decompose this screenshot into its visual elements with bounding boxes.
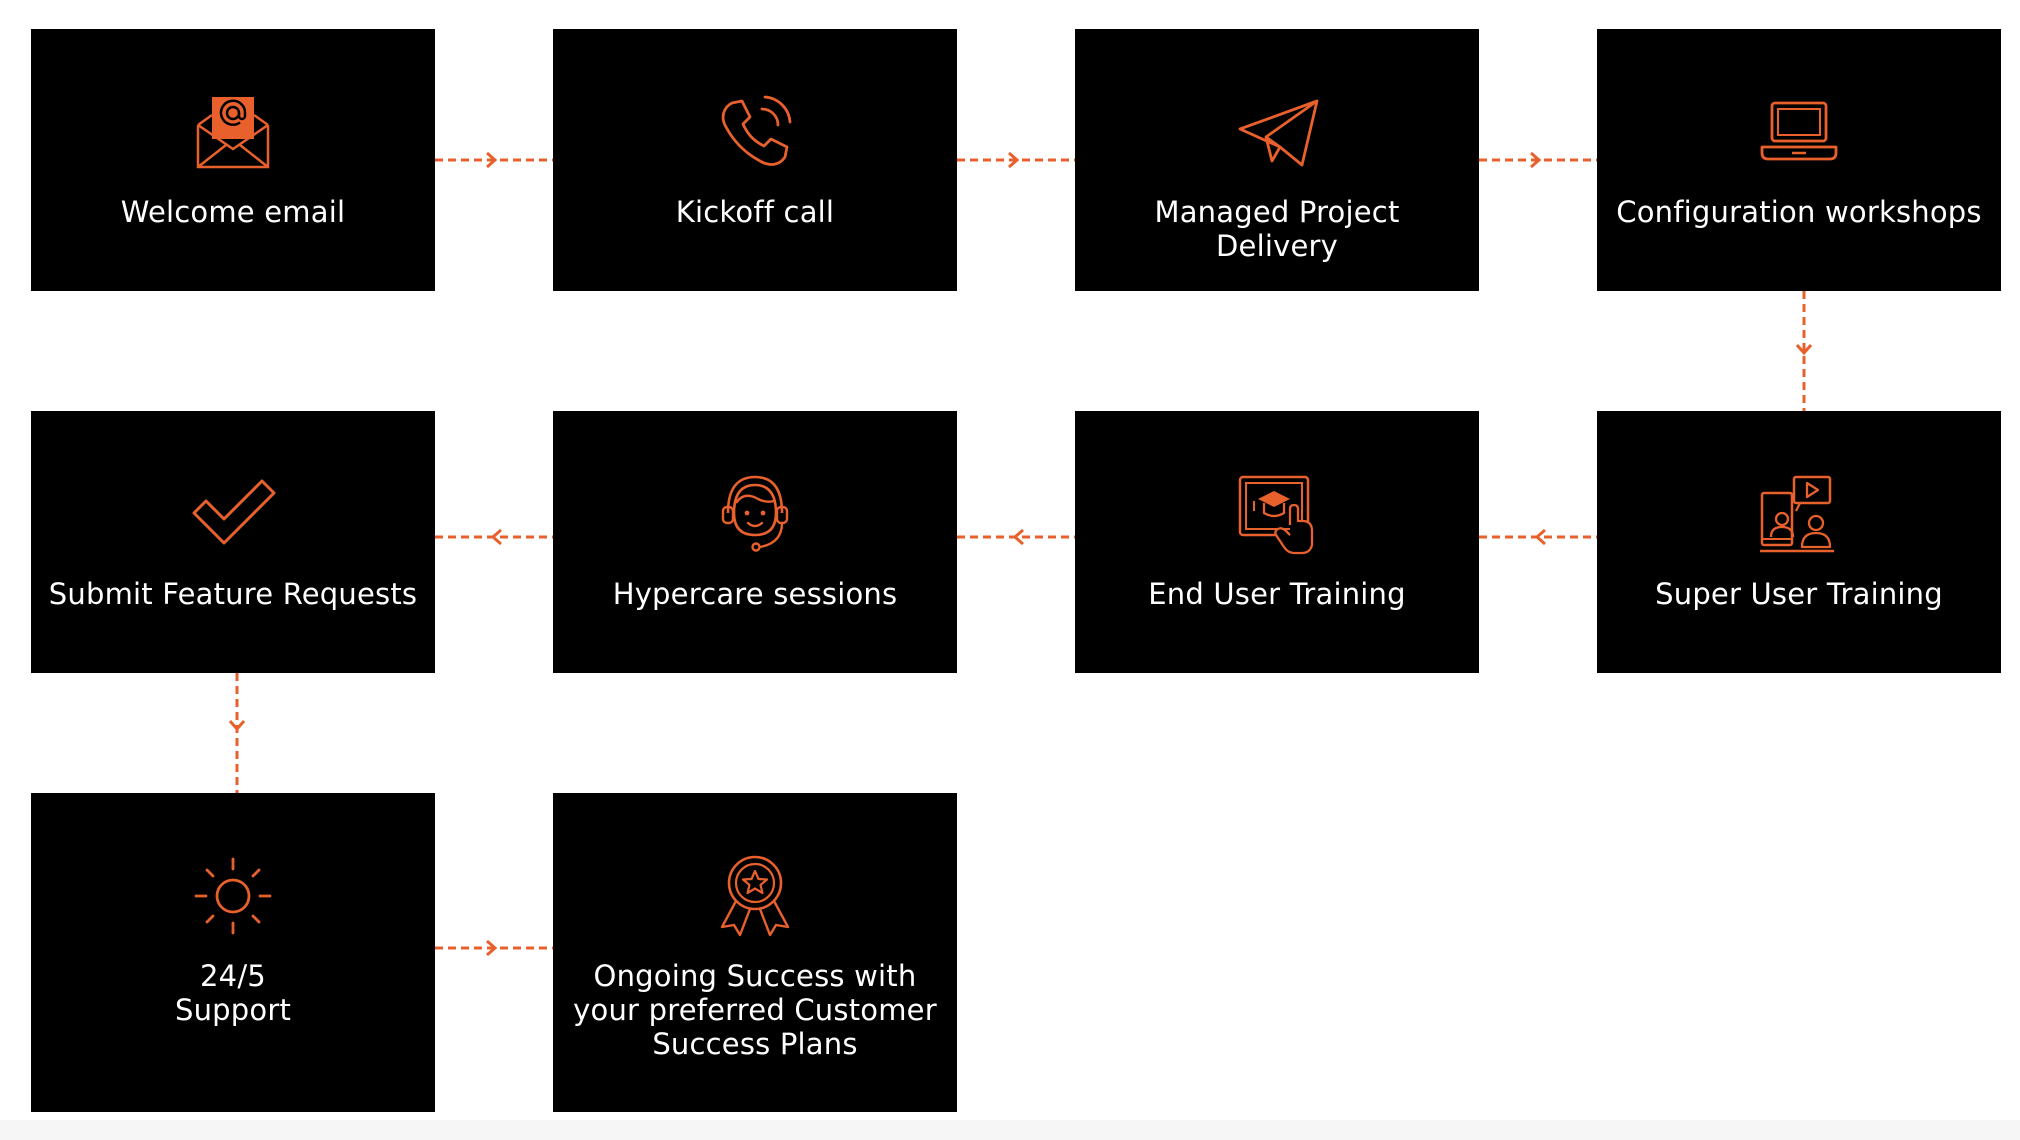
- envelope-at-icon: [188, 97, 278, 177]
- step-support: 24/5 Support: [31, 793, 435, 1112]
- laptop-icon: [1754, 87, 1844, 177]
- arrow-end-user-to-hypercare: [957, 528, 1075, 546]
- step-ongoing-success: Ongoing Success with your preferred Cust…: [553, 793, 957, 1112]
- step-label: Kickoff call: [675, 195, 835, 229]
- step-configuration-workshops: Configuration workshops: [1597, 29, 2001, 291]
- step-label: Hypercare sessions: [612, 577, 898, 611]
- step-label: Submit Feature Requests: [48, 577, 418, 611]
- headset-agent-icon: [710, 469, 800, 559]
- arrow-kickoff-to-delivery: [957, 151, 1075, 169]
- step-label: 24/5 Support: [174, 959, 292, 1027]
- arrow-hypercare-to-feature-requests: [435, 528, 553, 546]
- step-end-user-training: End User Training: [1075, 411, 1479, 673]
- award-ribbon-icon: [710, 851, 800, 941]
- step-hypercare-sessions: Hypercare sessions: [553, 411, 957, 673]
- step-label: Configuration workshops: [1616, 195, 1982, 229]
- step-label: Super User Training: [1655, 577, 1943, 611]
- page-bottom-band: [0, 1120, 2020, 1140]
- video-training-icon: [1754, 469, 1844, 559]
- step-super-user-training: Super User Training: [1597, 411, 2001, 673]
- touch-screen-graduation-icon: [1232, 469, 1322, 559]
- arrow-feature-requests-to-support: [228, 673, 246, 793]
- step-label: End User Training: [1148, 577, 1406, 611]
- arrow-delivery-to-workshops: [1479, 151, 1597, 169]
- arrow-workshops-to-super-user: [1795, 291, 1813, 411]
- step-label: Welcome email: [120, 195, 346, 229]
- arrow-support-to-ongoing-success: [435, 939, 553, 957]
- step-label: Ongoing Success with your preferred Cust…: [573, 959, 937, 1061]
- arrow-welcome-to-kickoff: [435, 151, 553, 169]
- phone-ringing-icon: [710, 87, 800, 177]
- step-submit-feature-requests: Submit Feature Requests: [31, 411, 435, 673]
- step-managed-project-delivery: Managed Project Delivery: [1075, 29, 1479, 291]
- step-label: Managed Project Delivery: [1154, 195, 1400, 263]
- sun-icon: [188, 851, 278, 941]
- step-kickoff-call: Kickoff call: [553, 29, 957, 291]
- checkmark-icon: [188, 469, 278, 559]
- paper-plane-icon: [1232, 87, 1322, 177]
- arrow-super-user-to-end-user: [1479, 528, 1597, 546]
- step-welcome-email: Welcome email: [31, 29, 435, 291]
